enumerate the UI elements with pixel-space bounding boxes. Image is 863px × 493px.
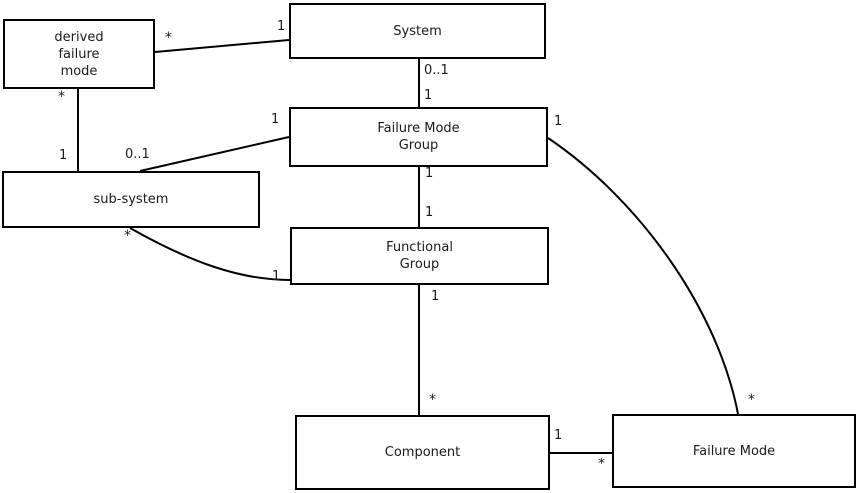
multiplicity-label: 0..1	[424, 63, 449, 78]
class-name-label: sub-system	[93, 192, 169, 207]
class-box-component[interactable]: Component	[295, 415, 550, 490]
multiplicity-label: *	[748, 392, 755, 408]
multiplicity-label: *	[429, 392, 436, 408]
association-edge	[547, 137, 739, 415]
class-box-system[interactable]: System	[289, 3, 546, 59]
class-box-sub-system[interactable]: sub-system	[2, 171, 260, 228]
class-box-derived-failure-mode[interactable]: derived failure mode	[3, 19, 155, 89]
class-name-label: Failure Mode Group	[377, 121, 460, 153]
association-edge	[154, 39, 290, 53]
multiplicity-label: *	[58, 89, 65, 105]
class-box-failure-mode-group[interactable]: Failure Mode Group	[289, 107, 548, 167]
class-box-failure-mode[interactable]: Failure Mode	[612, 414, 856, 488]
multiplicity-label: 1	[277, 19, 286, 34]
multiplicity-label: 1	[431, 289, 440, 304]
class-name-label: System	[393, 23, 442, 39]
multiplicity-label: 0..1	[125, 147, 150, 162]
class-name-label: Functional Group	[386, 240, 453, 272]
multiplicity-label: 1	[59, 148, 68, 163]
multiplicity-label: *	[598, 456, 605, 472]
multiplicity-label: *	[165, 30, 172, 46]
multiplicity-label: 1	[272, 269, 281, 284]
class-name-label: Failure Mode	[692, 443, 776, 459]
association-edge	[139, 136, 290, 172]
multiplicity-label: 1	[554, 428, 563, 443]
multiplicity-label: 1	[425, 166, 434, 181]
multiplicity-label: 1	[424, 88, 433, 103]
multiplicity-label: 1	[554, 114, 563, 129]
multiplicity-label: 1	[271, 112, 280, 127]
multiplicity-label: *	[124, 228, 131, 244]
class-box-functional-group[interactable]: Functional Group	[290, 227, 549, 285]
class-name-label: derived failure mode	[54, 29, 104, 79]
multiplicity-label: 1	[425, 205, 434, 220]
association-edge	[129, 227, 291, 281]
class-name-label: Component	[384, 445, 461, 460]
